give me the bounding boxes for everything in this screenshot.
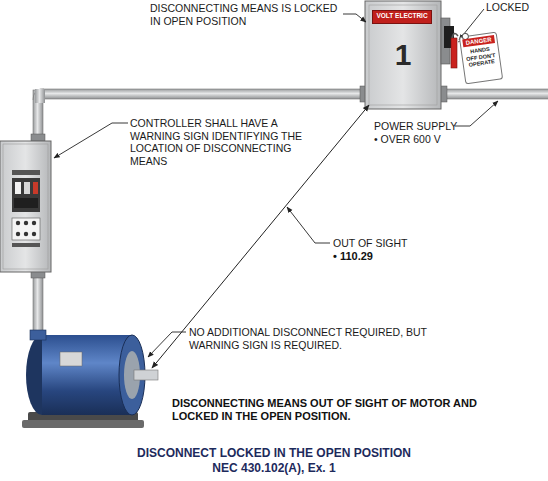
conduit [40, 89, 367, 99]
callout-note: CONTROLLER SHALL HAVE A WARNING SIGN IDE… [130, 117, 325, 167]
disconnect-switch-box: 1 VOLT ELECTRIC [365, 1, 441, 109]
node-heading: VOLT ELECTRIC [375, 12, 429, 20]
motor [22, 330, 158, 428]
code-reference: NEC 430.102(A), Ex. 1 [74, 461, 474, 475]
brand-plate: VOLT ELECTRIC [372, 10, 432, 24]
leader-line [455, 101, 498, 126]
leader-line [343, 14, 366, 22]
conduit [438, 89, 548, 99]
explanation-note: DISCONNECTING MEANS OUT OF SIGHT OF MOTO… [172, 397, 507, 423]
callout-note: POWER SUPPLY [374, 120, 474, 133]
callout-note: LOCKED [486, 1, 546, 14]
callout-note: DISCONNECTING MEANS IS LOCKED IN OPEN PO… [150, 2, 345, 27]
leader-line [54, 123, 128, 158]
controller [0, 141, 51, 272]
node-heading: 1 [365, 39, 441, 71]
callout-note: NO ADDITIONAL DISCONNECT REQUIRED, BUT W… [189, 326, 439, 351]
code-reference: • 110.29 [333, 250, 413, 263]
callout-note: • OVER 600 V [374, 133, 474, 146]
callout-note: OUT OF SIGHT [333, 237, 433, 250]
padlock [451, 38, 457, 68]
node-body: HANDS OFF DON'T OPERATE [464, 45, 498, 69]
figure-caption: DISCONNECT LOCKED IN THE OPEN POSITION [74, 446, 474, 460]
conduit [33, 272, 43, 338]
danger-tag: DANGERHANDS OFF DON'T OPERATE [459, 32, 503, 85]
disconnect-switch [365, 1, 466, 109]
leader-line [148, 332, 186, 357]
leader-line [287, 207, 330, 243]
